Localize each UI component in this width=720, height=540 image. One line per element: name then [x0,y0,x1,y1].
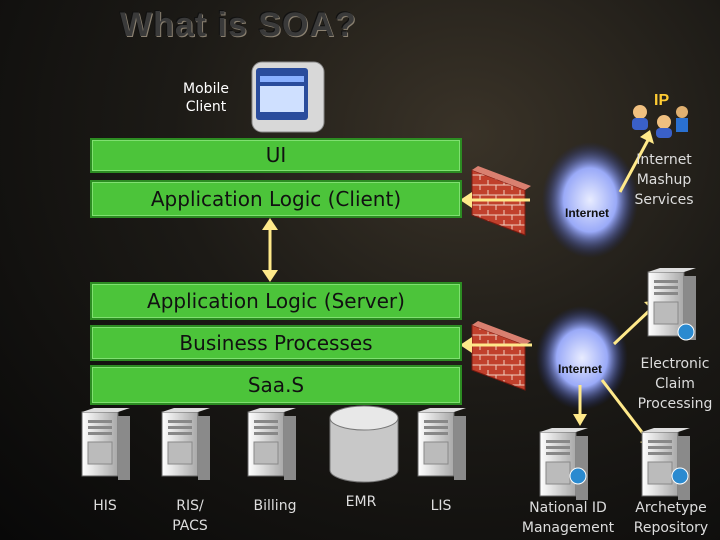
layer-app-server-label: Application Logic (Server) [147,289,405,313]
layer-app-client: Application Logic (Client) [90,180,462,218]
internet-cloud-top-icon [542,142,638,258]
layer-ui: UI [90,138,462,173]
page-title: What is SOA? [120,6,357,44]
ip-label: IP [654,92,670,109]
layer-saas: Saa.S [90,365,462,405]
lis-server-icon [417,407,467,481]
his-label: HIS [93,498,117,514]
lis-label: LIS [430,498,452,514]
ris-pacs-label: RIS/ PACS [172,498,208,534]
archetype-label: Archetype Repository [633,500,709,536]
mobile-client-device [251,61,325,133]
ris-pacs-server-icon [161,407,211,481]
his-server-icon [81,407,131,481]
layer-business-processes-label: Business Processes [179,331,373,355]
internet-bottom-label: Internet [558,362,603,376]
national-id-server-icon [539,427,589,501]
emr-label: EMR [345,494,377,510]
claim-processing-label: Electronic Claim Processing [637,356,713,412]
layer-business-processes: Business Processes [90,325,462,361]
billing-server-icon [247,407,297,481]
layer-app-client-label: Application Logic (Client) [150,187,402,211]
mobile-client-label: Mobile Client [183,81,229,115]
archetype-server-icon [641,427,691,501]
national-id-label: National ID Management [521,500,615,536]
firewall-bottom-icon [471,321,531,391]
internet-top-label: Internet [565,206,610,220]
mashup-services-label: Internet Mashup Services [634,152,694,208]
billing-label: Billing [253,498,297,514]
layer-saas-label: Saa.S [247,373,305,397]
emr-database-icon [329,405,399,483]
mashup-server-icon [647,267,697,341]
layer-app-server: Application Logic (Server) [90,282,462,320]
firewall-top-icon [471,166,531,236]
layer-ui-label: UI [265,143,287,167]
users-icon [632,105,688,138]
